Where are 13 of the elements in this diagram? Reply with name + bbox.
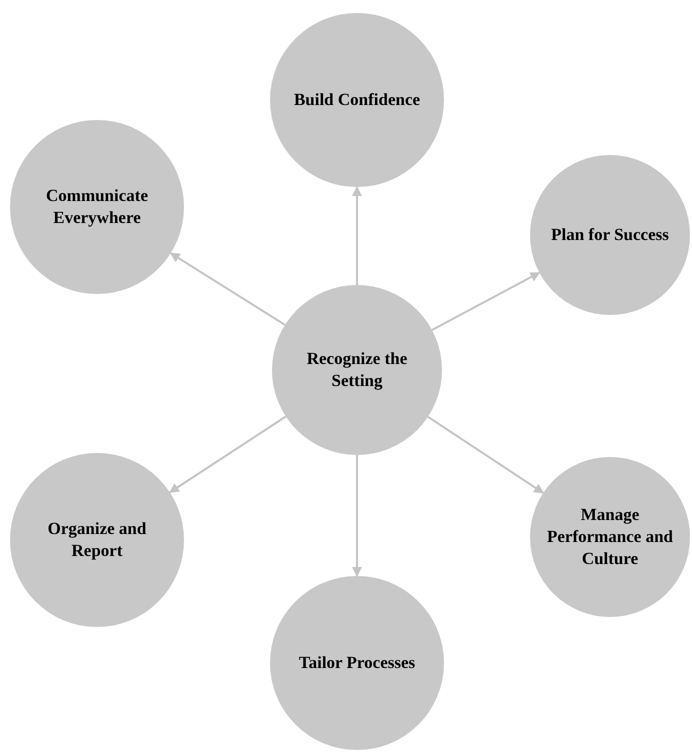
- topic-label: Recognize the Setting: [306, 348, 408, 392]
- topic-label: Communicate Everywhere: [45, 184, 149, 229]
- topic-label: Build Confidence: [294, 88, 420, 111]
- arrow: [432, 272, 540, 331]
- arrow: [168, 416, 286, 494]
- topic-label: Plan for Success: [551, 224, 669, 246]
- arrow: [427, 416, 544, 494]
- topic-label: Organize and Report: [46, 518, 148, 562]
- topic-label: Tailor Processes: [298, 652, 416, 674]
- arrow: [170, 252, 286, 326]
- arrow: [352, 186, 362, 285]
- topic-label: Manage Performance and Culture: [546, 504, 674, 570]
- arrow: [352, 455, 362, 577]
